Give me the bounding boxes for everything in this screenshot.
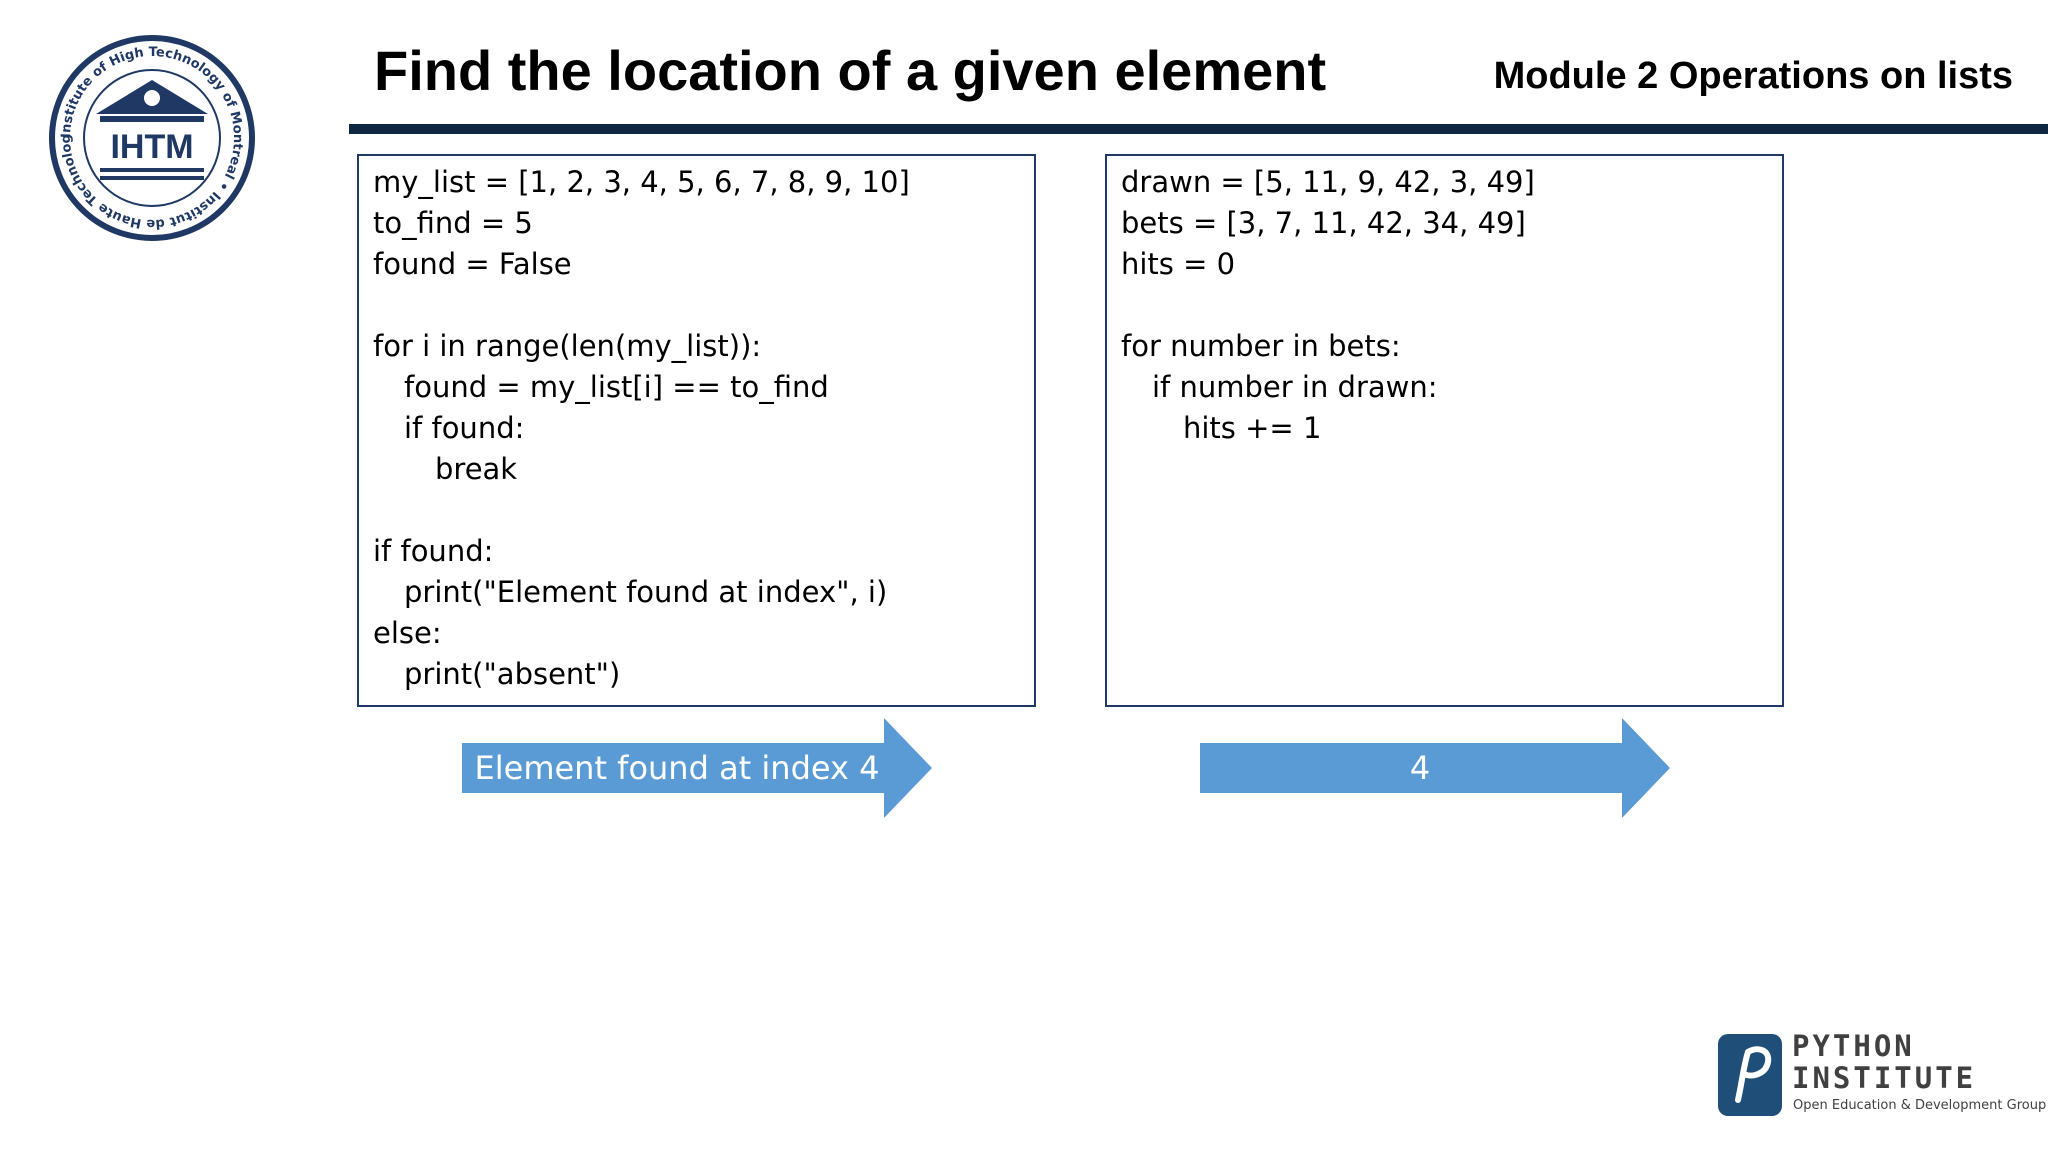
code-line: found = False	[373, 247, 572, 281]
right-arrow-icon	[1200, 718, 1670, 818]
python-institute-line1: PYTHON	[1792, 1029, 1915, 1063]
output-arrow-find-element: Element found at index 4	[462, 718, 932, 818]
code-box-find-element: my_list = [1, 2, 3, 4, 5, 6, 7, 8, 9, 10…	[357, 154, 1036, 707]
code-line: my_list = [1, 2, 3, 4, 5, 6, 7, 8, 9, 10…	[373, 165, 910, 199]
code-line	[373, 285, 1020, 326]
ihtm-acronym: IHTM	[110, 128, 193, 166]
code-line: to_find = 5	[373, 206, 533, 240]
code-lines: drawn = [5, 11, 9, 42, 3, 49] bets = [3, …	[1121, 162, 1768, 449]
code-line: print("absent")	[404, 657, 621, 691]
code-line: for number in bets:	[1121, 329, 1401, 363]
code-line: if number in drawn:	[1152, 370, 1438, 404]
python-institute-logo: PYTHON INSTITUTE Open Education & Develo…	[1718, 1029, 2046, 1120]
code-line	[373, 490, 1020, 531]
code-box-lottery-hits: drawn = [5, 11, 9, 42, 3, 49] bets = [3, …	[1105, 154, 1784, 707]
right-arrow-icon	[462, 718, 932, 818]
code-line: drawn = [5, 11, 9, 42, 3, 49]	[1121, 165, 1535, 199]
header-rule	[349, 124, 2048, 134]
module-label: Module 2 Operations on lists	[1493, 55, 2013, 97]
code-line: else:	[373, 616, 442, 650]
ihtm-seal-icon: Institute of High Technology of Montreal…	[38, 19, 255, 241]
ihtm-logo: Institute of High Technology of Montreal…	[38, 19, 260, 246]
python-institute-line2: INSTITUTE	[1792, 1061, 1977, 1095]
output-label: Element found at index 4	[474, 749, 880, 787]
python-institute-tagline: Open Education & Development Group	[1793, 1098, 2047, 1113]
python-institute-p-icon	[1718, 1034, 1782, 1116]
code-line: if found:	[373, 534, 494, 568]
code-line	[1121, 285, 1768, 326]
code-line: found = my_list[i] == to_find	[404, 370, 829, 404]
code-lines: my_list = [1, 2, 3, 4, 5, 6, 7, 8, 9, 10…	[373, 162, 1020, 695]
code-line: hits = 0	[1121, 247, 1236, 281]
code-line: if found:	[404, 411, 525, 445]
code-line: for i in range(len(my_list)):	[373, 329, 762, 363]
code-line: hits += 1	[1183, 411, 1322, 445]
code-line: break	[435, 452, 518, 486]
output-label: 4	[1409, 749, 1431, 787]
output-arrow-lottery-hits: 4	[1200, 718, 1670, 818]
page-title: Find the location of a given element	[374, 39, 1327, 102]
code-line: print("Element found at index", i)	[404, 575, 888, 609]
code-line: bets = [3, 7, 11, 42, 34, 49]	[1121, 206, 1526, 240]
